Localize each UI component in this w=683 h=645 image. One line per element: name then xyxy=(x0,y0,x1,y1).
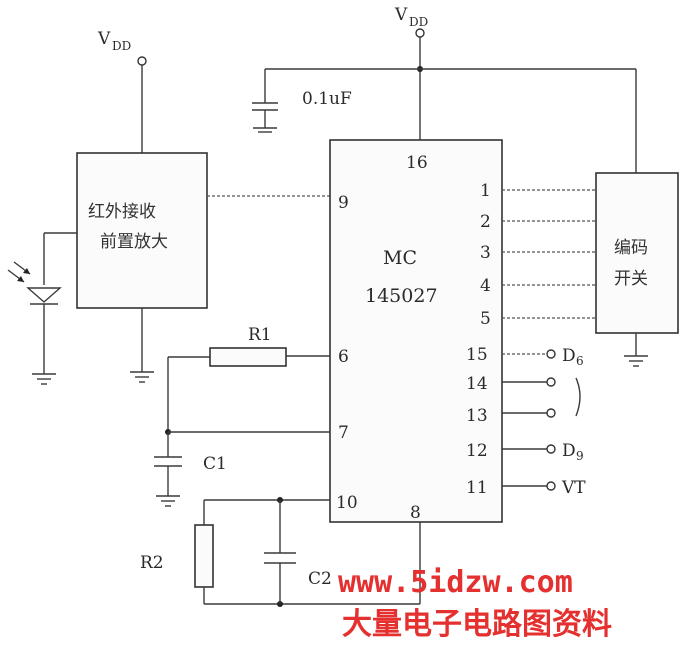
chip-name-line1: MC xyxy=(383,247,417,269)
ir-receiver-block: 红外接收 前置放大 xyxy=(76,152,330,383)
pin-6: 6 xyxy=(338,347,349,367)
output-vt: VT xyxy=(561,478,586,498)
output-d6-sub: 6 xyxy=(576,354,584,368)
resistor-r1 xyxy=(209,347,287,367)
vdd-terminal-left: V DD xyxy=(97,29,147,153)
ir-receiver-line1: 红外接收 xyxy=(88,202,156,222)
vdd-left-label: V xyxy=(97,29,111,49)
pin-12: 12 xyxy=(466,441,488,461)
pin-14: 14 xyxy=(466,374,488,394)
encoder-switch-block: 编码 开关 xyxy=(502,172,679,367)
pin-7: 7 xyxy=(338,423,349,443)
vdd-top-terminal xyxy=(415,28,425,38)
pin-3: 3 xyxy=(480,243,491,263)
chip-name-line2: 145027 xyxy=(365,285,438,307)
pin-1: 1 xyxy=(480,181,491,201)
data-outputs: D 6 D 9 VT xyxy=(502,346,586,498)
pin-5: 5 xyxy=(480,309,491,329)
watermark: www.5idzw.com 大量电子电路图资料 xyxy=(338,565,612,642)
decoupling-capacitor: 0.1uF xyxy=(252,69,352,133)
output-d9: D xyxy=(562,441,576,461)
ir-receiver-line2: 前置放大 xyxy=(100,232,168,252)
pin-2: 2 xyxy=(480,212,491,232)
c2-label: C2 xyxy=(308,569,332,589)
vdd-top-label: V xyxy=(394,5,408,25)
vdd-terminal-top: V DD xyxy=(265,5,637,173)
output-d9-sub: 9 xyxy=(576,449,584,463)
output-d6: D xyxy=(562,346,576,366)
photodiode xyxy=(7,232,77,385)
pin-9: 9 xyxy=(338,193,349,213)
r2-c2-network: R2 C2 xyxy=(140,497,421,607)
chip-mc145027: MC 145027 16 9 6 7 10 8 1 2 3 4 5 15 14 … xyxy=(329,139,503,523)
pin-11: 11 xyxy=(466,478,488,498)
r1-c1-network: R1 C1 xyxy=(154,325,330,507)
r1-label: R1 xyxy=(248,325,272,345)
vdd-left-sub: DD xyxy=(112,39,131,53)
c1-label: C1 xyxy=(203,454,227,474)
encoder-line2: 开关 xyxy=(614,269,648,289)
r2-label: R2 xyxy=(140,553,164,573)
pin-16: 16 xyxy=(406,153,428,173)
watermark-title: 大量电子电路图资料 xyxy=(342,607,612,642)
cap-top-value: 0.1uF xyxy=(302,89,352,109)
encoder-line1: 编码 xyxy=(614,238,648,258)
pin-15: 15 xyxy=(466,345,488,365)
pin-4: 4 xyxy=(480,276,491,296)
pin-13: 13 xyxy=(466,406,488,426)
pin-8: 8 xyxy=(410,503,421,523)
vdd-left-terminal xyxy=(137,56,147,66)
resistor-r2 xyxy=(194,524,214,588)
pin-10: 10 xyxy=(336,493,358,513)
vdd-top-sub: DD xyxy=(409,15,428,29)
watermark-url: www.5idzw.com xyxy=(338,565,573,600)
